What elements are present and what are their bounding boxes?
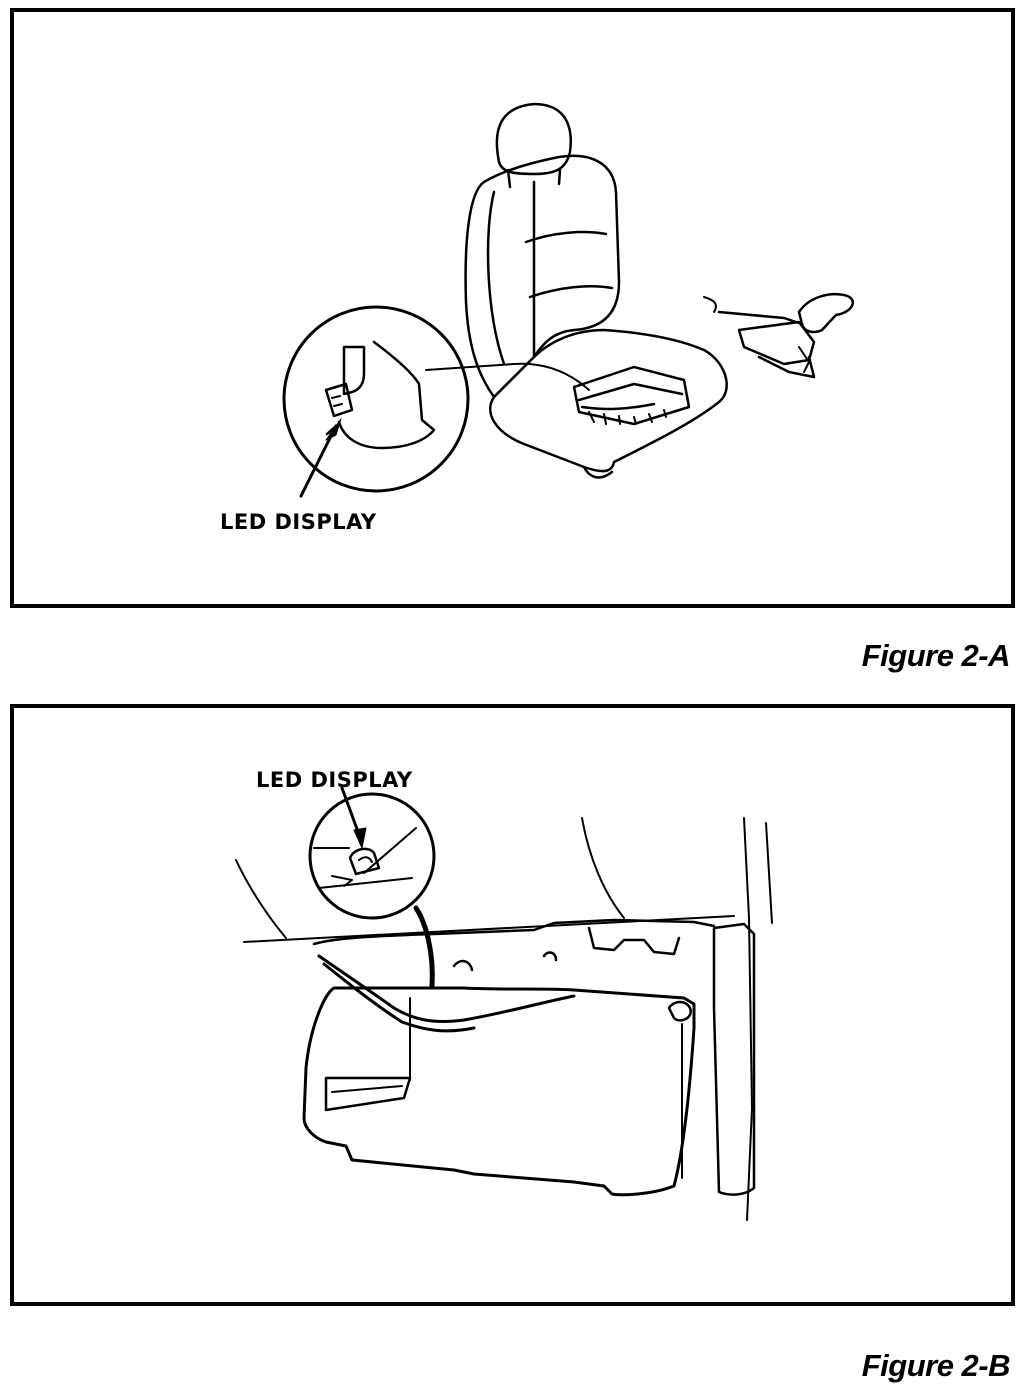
headrest-posts [506,168,562,189]
led-display-unit [324,382,354,418]
seat-back [464,154,621,399]
figure-2a-panel: LED DISPLAY [10,8,1015,608]
seat-module [572,365,691,426]
magnifier-rails [313,827,417,889]
bracket-outline [337,340,436,450]
underseat-illustration [235,786,773,1221]
seat-module-detail [577,382,684,411]
door-line-1 [743,817,753,1221]
lever-handle [797,293,855,334]
seat-front-edge [582,465,614,479]
magnifier-circle [282,305,470,493]
module-plate-line [331,1085,403,1093]
side-trim-panel [712,922,756,1196]
seat-edge-right [581,817,625,919]
led-display-detail [331,395,343,407]
figure-2b-panel: LED DISPLAY [10,704,1015,1306]
wire-harness [317,954,576,1023]
lever-hook [703,296,717,313]
seat-module-connectors [588,409,667,425]
headrest [495,102,572,176]
seat-back-stitching [524,230,614,299]
wire-harness-2 [322,962,476,1033]
door-line-2 [765,822,773,924]
magnifier-detail [331,875,353,887]
floor-line [243,915,735,943]
rail-brackets [587,926,681,956]
magnifier-wire [413,905,435,989]
rail-bolt [452,959,474,972]
seat-module-b [302,986,696,1197]
led-display-label: LED DISPLAY [220,510,377,534]
magnifier-leader-line [425,362,590,391]
magnifier-circle-b [308,792,436,920]
seat-illustration [282,102,855,498]
led-arrow-head-b [353,827,367,849]
figure-2b-caption: Figure 2-B [861,1348,1011,1383]
figure-2a-caption: Figure 2-A [861,638,1011,673]
led-display-unit-b [348,847,381,876]
led-lens [358,856,373,863]
led-display-label-b: LED DISPLAY [256,768,413,792]
module-mounting-plate [324,1076,412,1112]
lever-base [757,355,816,379]
led-bracket [342,345,366,396]
led-arrow-tip [325,418,342,441]
seat-back-side-bolster [486,190,506,366]
seat-cushion [489,328,728,473]
lever-pivot [798,346,810,373]
seat-edge-left [235,859,287,939]
rail-bolt-2 [542,951,558,962]
seat-rail-top [312,918,716,946]
lever-bracket [737,320,816,366]
module-bolt [667,1000,692,1022]
